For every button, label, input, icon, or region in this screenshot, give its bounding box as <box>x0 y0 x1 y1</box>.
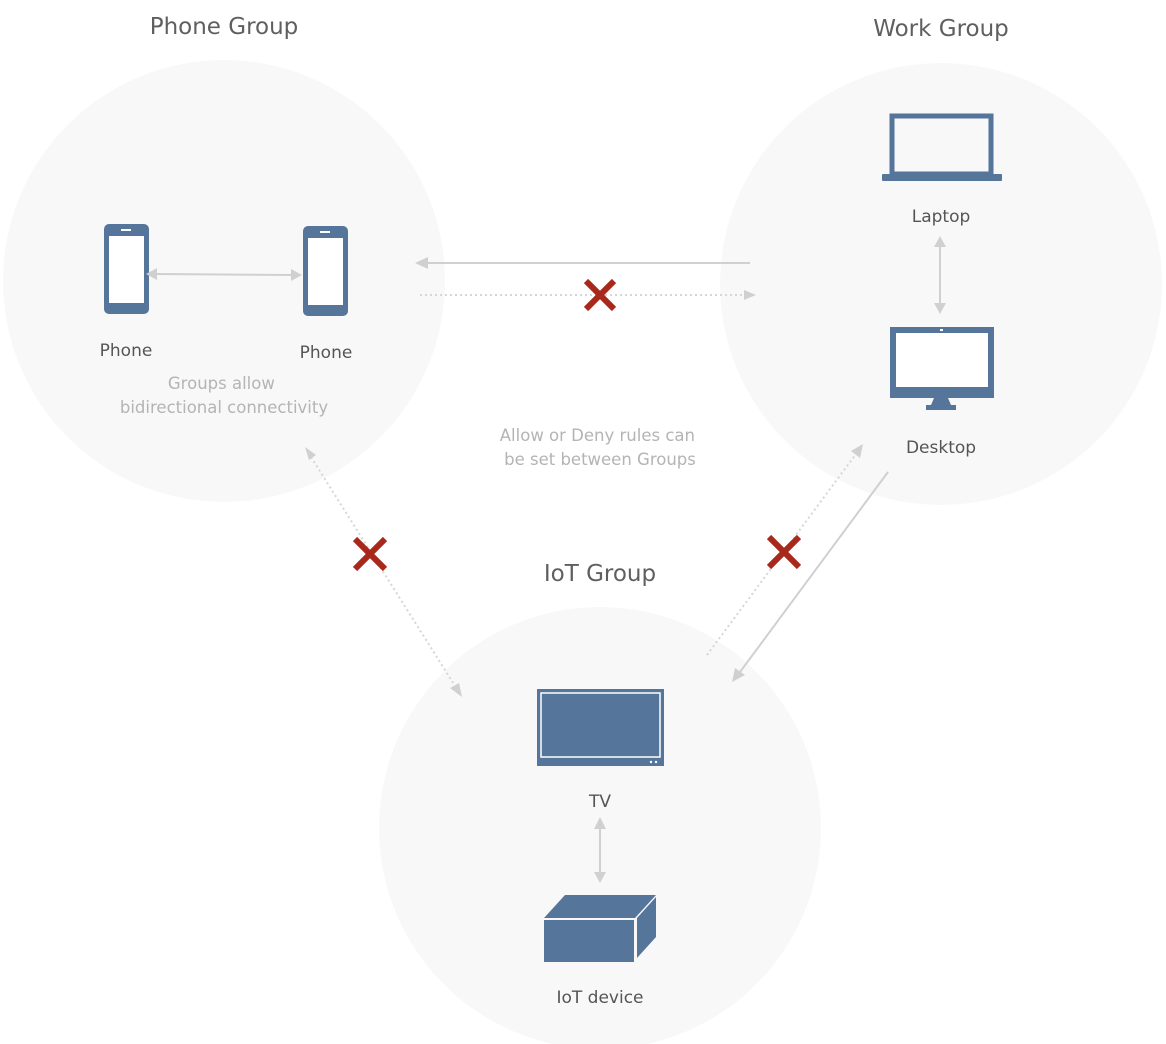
laptop-icon <box>882 113 1002 181</box>
phone-iot-deny-link <box>305 447 462 697</box>
phone-group-note: Groups allow bidirectional connectivity <box>120 374 328 417</box>
work-group-title: Work Group <box>873 16 1009 42</box>
tv-to-iot-device-link <box>594 817 606 883</box>
device-label-phone-b: Phone <box>300 343 353 363</box>
center-note-line2: be set between Groups <box>504 450 696 469</box>
box-icon <box>544 895 656 962</box>
phone-to-phone-link <box>146 268 302 281</box>
device-label-phone-a: Phone <box>100 341 153 361</box>
work-to-phone-allow-link <box>415 257 750 269</box>
desktop-icon <box>890 327 994 410</box>
phone-group-note-line1: Groups allow <box>168 374 275 393</box>
work-to-iot-allow-link <box>732 471 889 682</box>
deny-x-icon <box>583 278 617 312</box>
phone-icon <box>303 226 348 316</box>
device-label-desktop: Desktop <box>906 438 976 458</box>
deny-x-icon <box>766 534 802 570</box>
phone-icon <box>104 224 149 314</box>
iot-group-title: IoT Group <box>544 561 656 587</box>
device-label-laptop: Laptop <box>912 207 971 227</box>
phone-to-work-deny-link <box>420 290 756 300</box>
deny-x-icon <box>352 536 388 572</box>
laptop-to-desktop-link <box>934 236 946 314</box>
tv-icon <box>537 689 664 766</box>
phone-group-title: Phone Group <box>150 14 299 40</box>
center-note-line1: Allow or Deny rules can <box>500 426 695 445</box>
device-label-iot-device: IoT device <box>556 988 643 1008</box>
phone-group-note-line2: bidirectional connectivity <box>120 398 328 417</box>
center-note: Allow or Deny rules can be set between G… <box>500 426 700 469</box>
device-label-tv: TV <box>588 792 611 812</box>
phone-group-circle <box>3 60 445 502</box>
